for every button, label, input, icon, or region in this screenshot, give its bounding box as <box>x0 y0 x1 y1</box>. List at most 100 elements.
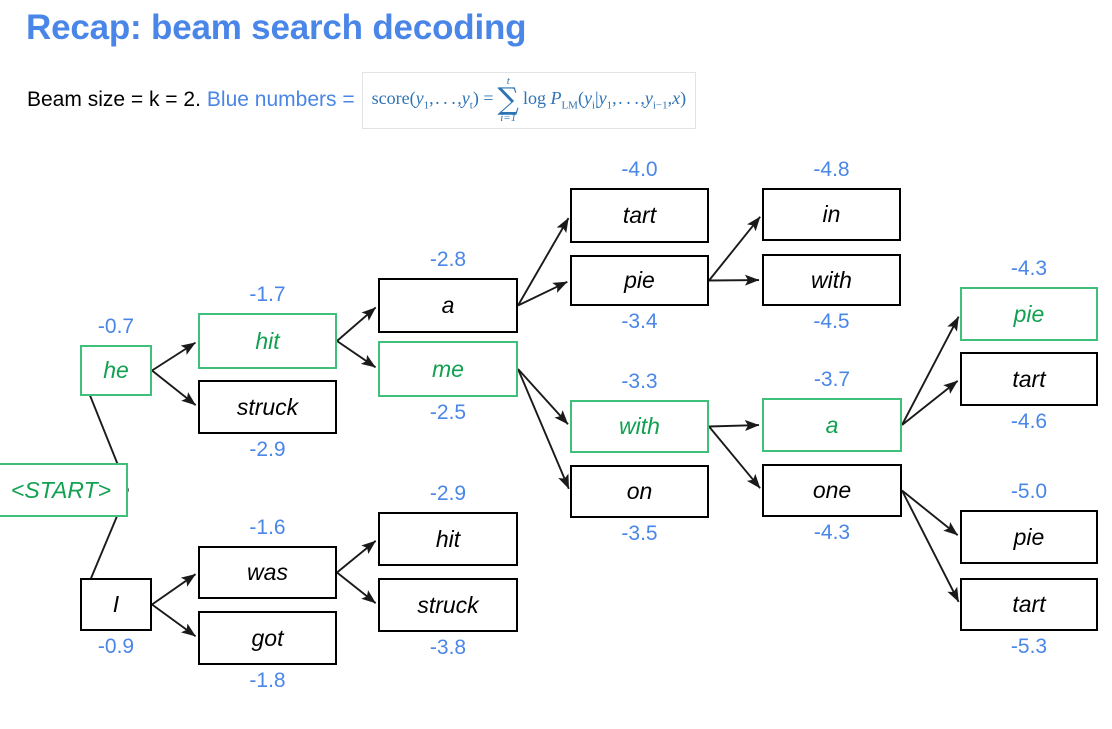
score-pie5b: -5.0 <box>1010 480 1048 503</box>
node-tart5a: tart <box>960 352 1098 406</box>
edge-one4-to-pie5b <box>901 489 959 536</box>
score-got: -1.8 <box>249 669 286 692</box>
score-on3: -3.5 <box>621 522 658 545</box>
edge-was-to-hit2 <box>336 540 377 574</box>
node-I: I <box>80 578 152 631</box>
node-he: he <box>80 345 152 396</box>
node-one4: one <box>762 464 902 517</box>
summation-lower-limit: i=1 <box>500 111 517 124</box>
score-hit1: -1.7 <box>249 283 286 306</box>
node-with4: with <box>762 254 901 306</box>
node-label: struck <box>236 393 299 420</box>
node-pie5b: pie <box>960 510 1098 564</box>
node-a4: a <box>762 398 902 452</box>
score-with3: -3.3 <box>621 370 658 393</box>
edge-one4-to-tart5b <box>901 490 960 603</box>
node-label: a <box>825 411 839 438</box>
node-label: with <box>619 413 660 439</box>
node-in4: in <box>762 188 901 241</box>
score-hit2: -2.9 <box>429 482 467 505</box>
formula-rhs: log PLM(yi|y1, . . . ,yi−1,x) <box>522 87 687 112</box>
node-was: was <box>198 546 337 599</box>
node-a2: a <box>378 278 518 333</box>
blue-numbers-label: Blue numbers = <box>206 88 355 112</box>
node-hit2: hit <box>378 512 518 566</box>
node-label: tart <box>1012 591 1046 617</box>
score-tart5a: -4.6 <box>1010 410 1048 433</box>
edge-a2-to-tart3 <box>517 217 570 306</box>
node-label: pie <box>624 267 655 293</box>
node-label: was <box>247 559 288 585</box>
subtitle-row: Beam size = k = 2. Blue numbers = score(… <box>27 72 697 129</box>
node-on3: on <box>570 465 709 518</box>
summation-upper-limit: t <box>506 75 510 87</box>
score-in4: -4.8 <box>813 158 850 181</box>
page-title: Recap: beam search decoding <box>26 8 527 47</box>
edge-with3-to-a4 <box>708 419 760 431</box>
edge-a4-to-tart5a <box>901 380 959 426</box>
node-label: pie <box>1013 523 1045 550</box>
node-label: one <box>812 477 852 503</box>
sigma-glyph: ∑ <box>497 82 519 117</box>
node-label: tart <box>622 202 657 228</box>
node-label: with <box>811 266 852 293</box>
score-a4: -3.7 <box>813 368 851 391</box>
edge-pie3-to-in4 <box>708 216 761 282</box>
edge-hit1-to-a2 <box>336 306 377 342</box>
edge-I-to-was <box>151 573 197 606</box>
edge-a4-to-pie5a <box>901 316 960 426</box>
node-struck1: struck <box>198 380 337 434</box>
node-label: me <box>432 355 464 382</box>
score-struck1: -2.9 <box>249 438 286 461</box>
node-got: got <box>198 611 337 665</box>
node-label: on <box>626 478 653 504</box>
edge-he-to-hit1 <box>151 341 196 372</box>
node-label: struck <box>417 591 479 618</box>
node-with3: with <box>570 400 709 453</box>
node-label: tart <box>1012 365 1046 392</box>
score-pie5a: -4.3 <box>1010 257 1048 280</box>
score-with4: -4.5 <box>813 310 850 333</box>
score-he: -0.7 <box>97 315 135 338</box>
node-pie3: pie <box>570 255 709 306</box>
score-me: -2.5 <box>429 401 467 424</box>
score-was: -1.6 <box>249 516 286 539</box>
score-struck2: -3.8 <box>429 636 467 659</box>
node-label: a <box>441 292 455 318</box>
edge-with3-to-one4 <box>708 425 761 489</box>
node-tart3: tart <box>570 188 709 243</box>
node-label: got <box>251 624 284 651</box>
node-label: <START> <box>10 476 112 503</box>
beam-size-label: Beam size = k = 2. <box>27 88 201 112</box>
edge-me-to-on3 <box>517 368 570 490</box>
edge-I-to-got <box>151 603 197 638</box>
score-a2: -2.8 <box>429 248 467 271</box>
edge-me-to-with3 <box>517 368 569 425</box>
score-tart5b: -5.3 <box>1010 635 1048 658</box>
node-start: <START> <box>0 463 128 517</box>
score-one4: -4.3 <box>813 521 851 544</box>
edge-he-to-struck1 <box>151 369 197 406</box>
node-label: in <box>822 201 841 227</box>
score-formula-box: score(y1, . . . ,yt) = t ∑ i=1 log PLM(y… <box>361 72 697 129</box>
node-label: hit <box>435 525 461 552</box>
score-tart3: -4.0 <box>621 158 658 181</box>
formula-lhs: score(y1, . . . ,yt) = <box>371 87 494 112</box>
edge-a2-to-pie3 <box>517 280 568 307</box>
node-struck2: struck <box>378 578 518 632</box>
score-formula: score(y1, . . . ,yt) = t ∑ i=1 log PLM(y… <box>372 76 687 124</box>
node-label: hit <box>255 327 280 354</box>
node-hit1: hit <box>198 313 337 369</box>
summation-symbol: t ∑ i=1 <box>498 76 519 124</box>
node-label: he <box>103 357 129 383</box>
node-tart5b: tart <box>960 578 1098 631</box>
node-label: I <box>112 591 120 617</box>
score-pie3: -3.4 <box>621 310 658 333</box>
node-me: me <box>378 341 518 397</box>
node-pie5a: pie <box>960 287 1098 341</box>
edge-was-to-struck2 <box>336 571 377 604</box>
edge-hit1-to-me <box>336 340 377 369</box>
score-I: -0.9 <box>97 635 135 658</box>
